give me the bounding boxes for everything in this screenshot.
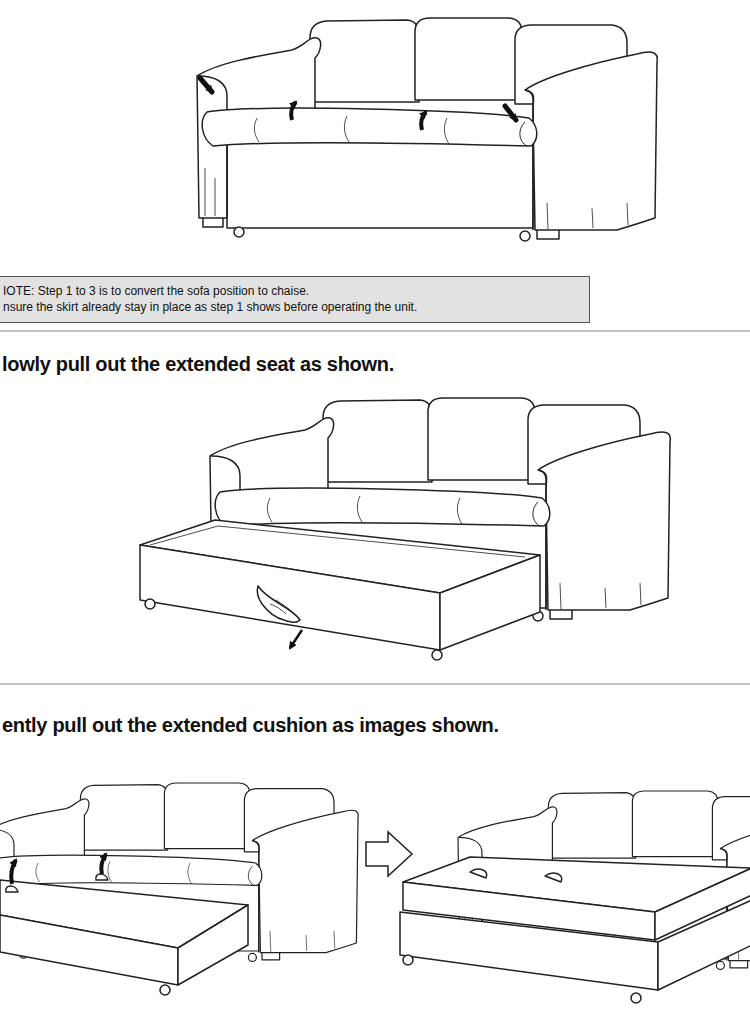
step-heading: lowly pull out the extended seat as show… <box>2 352 394 376</box>
step-heading: ently pull out the extended cushion as i… <box>2 713 499 737</box>
note-box: IOTE: Step 1 to 3 is to convert the sofa… <box>0 276 590 323</box>
note-text: nsure the skirt already stay in place as… <box>3 299 589 315</box>
note-text: IOTE: Step 1 to 3 is to convert the sofa… <box>3 283 589 299</box>
